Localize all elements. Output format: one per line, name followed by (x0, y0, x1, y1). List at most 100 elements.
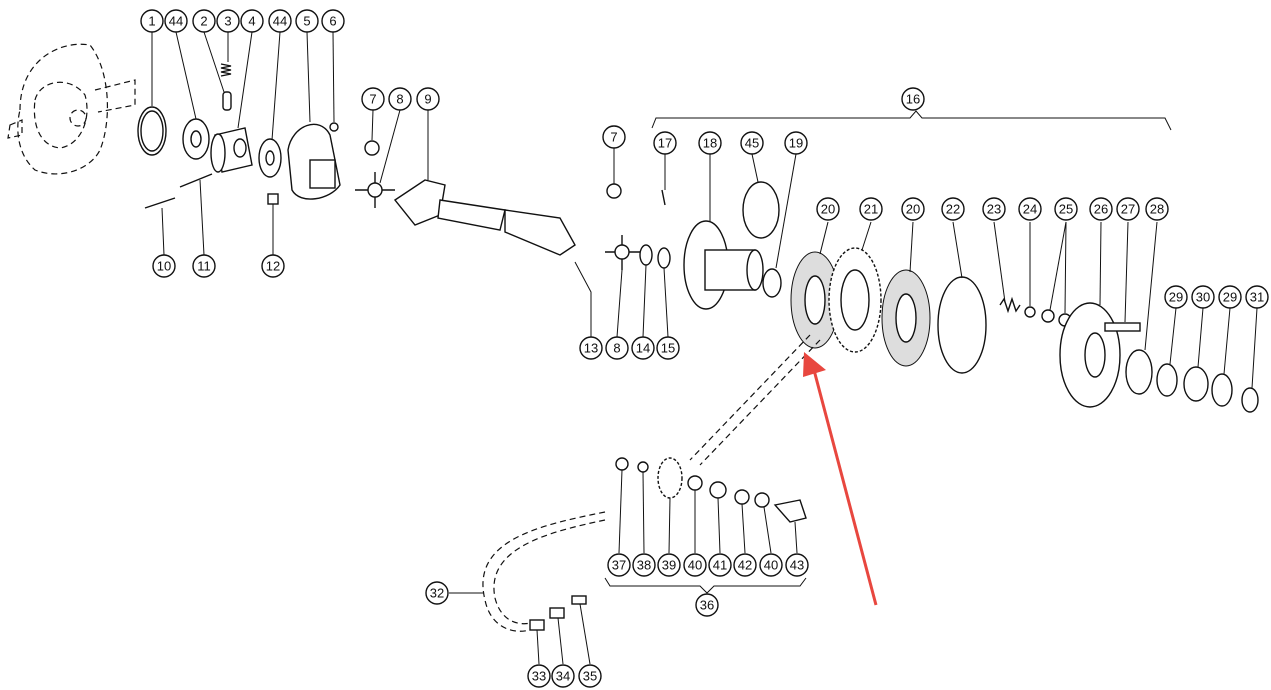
chain-32 (482, 511, 606, 632)
callout-44b: 44 (268, 9, 292, 33)
svg-text:24: 24 (1023, 202, 1037, 217)
svg-text:4: 4 (248, 14, 255, 29)
callout-45: 45 (740, 131, 764, 155)
svg-text:13: 13 (584, 341, 598, 356)
svg-text:7: 7 (369, 92, 376, 107)
callout-18: 18 (698, 131, 722, 155)
svg-text:19: 19 (789, 136, 803, 151)
svg-text:29: 29 (1169, 290, 1183, 305)
svg-text:40: 40 (764, 558, 778, 573)
leader-lines (151, 31, 1258, 665)
pin-2 (222, 91, 232, 111)
svg-text:36: 36 (700, 598, 714, 613)
callout-8b: 8 (605, 336, 629, 360)
svg-text:30: 30 (1196, 290, 1210, 305)
parts-artwork (7, 43, 1259, 632)
snap-ring-45 (742, 181, 780, 239)
svg-text:14: 14 (636, 341, 650, 356)
svg-text:32: 32 (430, 586, 444, 601)
callout-28: 28 (1145, 197, 1169, 221)
ring-31 (1241, 387, 1259, 413)
bearing-30 (1183, 366, 1209, 402)
circlip-7b (606, 183, 622, 199)
circlip-7a (364, 140, 380, 156)
svg-text:23: 23 (987, 202, 1001, 217)
callout-4: 4 (240, 9, 264, 33)
callout-34: 34 (551, 664, 575, 688)
svg-text:41: 41 (713, 558, 727, 573)
pin-17 (661, 189, 666, 206)
spring-23 (999, 296, 1021, 314)
ring-19 (762, 268, 782, 298)
bearing-29a (1156, 363, 1178, 397)
link-33 (529, 619, 545, 631)
svg-text:8: 8 (613, 341, 620, 356)
callout-44: 44 (164, 9, 188, 33)
svg-text:44: 44 (273, 14, 287, 29)
svg-text:38: 38 (637, 558, 651, 573)
clip-35 (571, 595, 587, 605)
svg-text:5: 5 (303, 14, 310, 29)
red-pointer-arrow (803, 352, 878, 606)
svg-text:39: 39 (662, 558, 676, 573)
callout-40b: 40 (759, 553, 783, 577)
callout-36: 36 (695, 593, 719, 617)
svg-text:27: 27 (1121, 202, 1135, 217)
callout-5: 5 (295, 9, 319, 33)
svg-text:42: 42 (738, 558, 752, 573)
svg-text:28: 28 (1150, 202, 1164, 217)
svg-text:35: 35 (583, 669, 597, 684)
svg-text:2: 2 (200, 14, 207, 29)
svg-text:34: 34 (556, 669, 570, 684)
pressure-plate-22 (937, 276, 987, 374)
bearing-41 (709, 481, 727, 499)
svg-text:17: 17 (658, 136, 672, 151)
callout-31: 31 (1245, 285, 1269, 309)
nut-37 (615, 457, 629, 471)
callout-23: 23 (982, 197, 1006, 221)
svg-text:9: 9 (424, 92, 431, 107)
callout-17: 17 (653, 131, 677, 155)
callout-14: 14 (631, 336, 655, 360)
link-34 (549, 607, 565, 619)
svg-text:25: 25 (1059, 202, 1073, 217)
shaft-inner (437, 199, 506, 231)
callouts: 1 44 2 3 4 44 5 6 7 8 9 10 11 12 16 7 17… (140, 9, 1269, 688)
callout-27: 27 (1116, 197, 1140, 221)
svg-text:7: 7 (610, 130, 617, 145)
svg-text:37: 37 (612, 558, 626, 573)
svg-text:33: 33 (532, 669, 546, 684)
svg-text:16: 16 (906, 92, 920, 107)
svg-text:20: 20 (821, 202, 835, 217)
bolt-43 (773, 499, 807, 523)
callout-33: 33 (527, 664, 551, 688)
ring-42 (734, 489, 750, 505)
svg-text:3: 3 (224, 14, 231, 29)
housing-outline (7, 43, 136, 175)
callout-8a: 8 (388, 87, 412, 111)
svg-text:45: 45 (745, 136, 759, 151)
sprocket-39 (657, 457, 683, 499)
washer-24 (1024, 306, 1036, 318)
snap-ring-1 (137, 106, 167, 156)
callout-11: 11 (192, 254, 216, 278)
svg-text:40: 40 (688, 558, 702, 573)
svg-text:44: 44 (169, 14, 183, 29)
callout-1: 1 (140, 9, 164, 33)
callout-39: 39 (657, 553, 681, 577)
svg-text:29: 29 (1223, 290, 1237, 305)
callout-7a: 7 (361, 87, 385, 111)
ring-15 (657, 247, 671, 269)
callout-37: 37 (607, 553, 631, 577)
callout-21: 21 (859, 197, 883, 221)
washer-38 (637, 461, 649, 473)
svg-text:11: 11 (197, 259, 211, 274)
callout-16: 16 (901, 87, 925, 111)
callout-9: 9 (416, 87, 440, 111)
callout-15: 15 (656, 336, 680, 360)
callout-32: 32 (425, 581, 449, 605)
callout-42: 42 (733, 553, 757, 577)
svg-text:1: 1 (148, 14, 155, 29)
bearing-29b (1211, 373, 1233, 407)
callout-30: 30 (1191, 285, 1215, 309)
